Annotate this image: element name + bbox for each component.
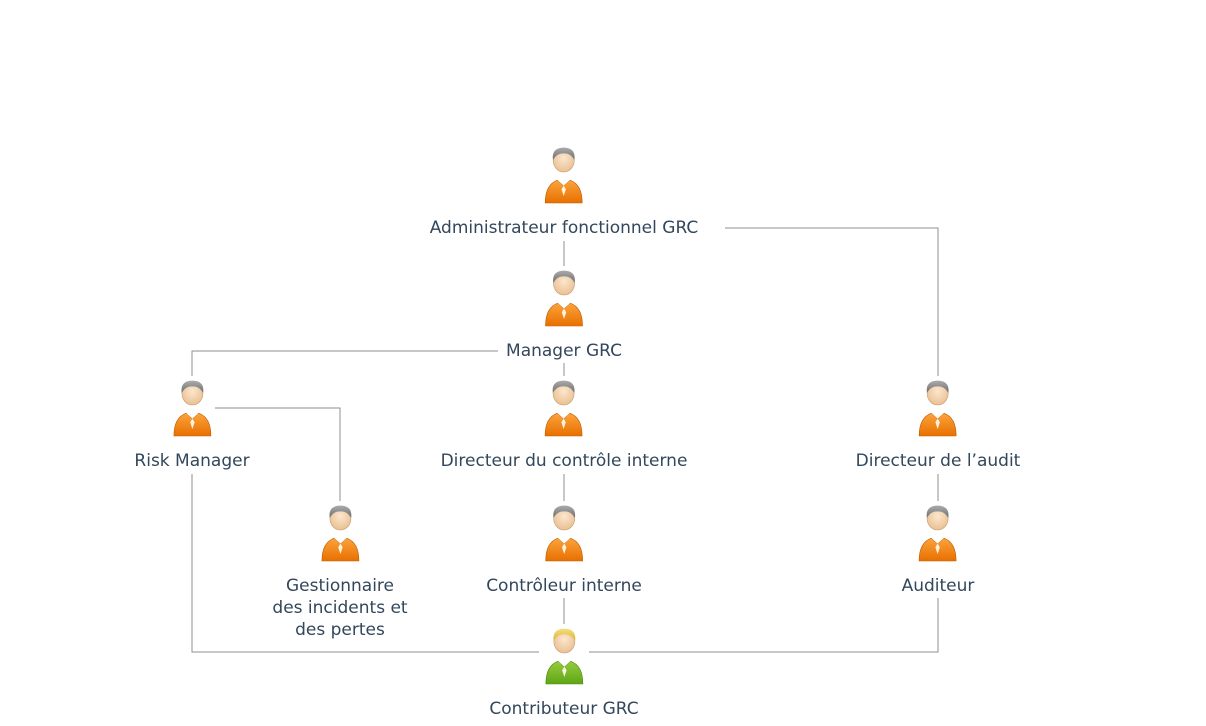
person-icon [541, 268, 587, 328]
person-icon [915, 378, 961, 438]
person-icon [541, 378, 587, 438]
node-gestionnaire-incidents-pertes: Gestionnaire des incidents et des pertes [272, 503, 408, 641]
node-label: Contrôleur interne [486, 576, 642, 596]
person-icon [541, 145, 587, 205]
node-administrateur-fonctionnel-grc: Administrateur fonctionnel GRC [429, 145, 699, 239]
node-contributeur-grc: Contributeur GRC [489, 626, 639, 720]
person-icon [317, 503, 363, 563]
node-label-line: des pertes [295, 620, 385, 640]
node-label: Directeur du contrôle interne [440, 451, 688, 471]
node-directeur-controle-interne: Directeur du contrôle interne [440, 378, 688, 472]
node-label: Administrateur fonctionnel GRC [429, 218, 699, 238]
person-icon [541, 626, 587, 686]
person-icon [915, 503, 961, 563]
person-icon [169, 378, 215, 438]
connector-manager-risk-manager [191, 350, 498, 376]
node-label-line: des incidents et [272, 598, 408, 618]
node-label: Directeur de l’audit [855, 451, 1021, 471]
node-risk-manager: Risk Manager [134, 378, 250, 472]
connector-admin-dir-audit [725, 227, 939, 376]
connector-auditeur-contributeur [589, 598, 939, 653]
node-label: Contributeur GRC [489, 699, 639, 719]
node-controleur-interne: Contrôleur interne [486, 503, 642, 597]
node-label: Risk Manager [134, 451, 250, 471]
node-manager-grc: Manager GRC [506, 268, 622, 362]
node-label: Manager GRC [506, 341, 622, 361]
node-label: Auditeur [901, 576, 975, 596]
node-auditeur: Auditeur [901, 503, 975, 597]
node-directeur-audit: Directeur de l’audit [855, 378, 1021, 472]
node-label-line: Gestionnaire [285, 576, 395, 596]
person-icon [541, 503, 587, 563]
node-label: Gestionnaire des incidents et des pertes [272, 575, 407, 641]
